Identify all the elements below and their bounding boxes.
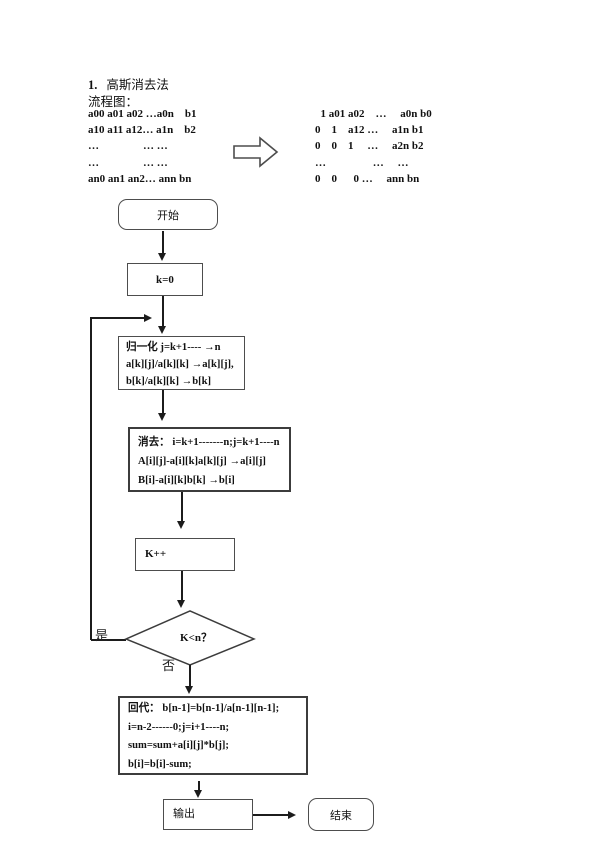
connector-increment-decision — [181, 571, 183, 601]
flowchart-caption: 流程图： — [88, 95, 139, 109]
flow-node-backsub: 回代： b[n-1]=b[n-1]/a[n-1][n-1]; i=n-2----… — [118, 696, 308, 775]
backsub-line: 回代： b[n-1]=b[n-1]/a[n-1][n-1]; — [128, 703, 280, 714]
increment-label: K++ — [145, 548, 167, 560]
matrix-row: an0 an1 an2… ann bn — [88, 172, 192, 185]
eliminate-line: 消去： i=k+1-------n;j=k+1----n — [138, 437, 280, 448]
connector-eliminate-increment — [181, 492, 183, 522]
flow-node-init: k=0 — [127, 263, 203, 296]
section-heading: 1. 高斯消去法 — [88, 74, 169, 93]
arrowhead-right-icon — [144, 313, 152, 322]
decision-diamond-icon — [124, 610, 256, 666]
connector-loop-vertical — [90, 317, 92, 640]
matrix-row: … … … — [315, 156, 409, 169]
arrowhead-down-icon — [158, 326, 166, 334]
arrowhead-right-icon — [288, 810, 296, 819]
matrix-row: 1 a01 a02 … a0n b0 — [315, 108, 432, 120]
arrowhead-down-icon — [185, 686, 193, 694]
branch-label-no: 否 — [162, 658, 176, 673]
arrowhead-down-icon — [194, 790, 202, 798]
flow-node-end: 结束 — [308, 798, 374, 831]
connector-start-init — [162, 231, 164, 254]
arrowhead-down-icon — [158, 413, 166, 421]
heading-number: 1. — [88, 78, 98, 92]
flow-node-increment: K++ — [135, 538, 235, 571]
init-label: k=0 — [156, 273, 174, 286]
backsub-line: b[i]=b[i]-sum; — [128, 758, 192, 770]
connector-normalize-eliminate — [162, 390, 164, 414]
heading-title: 高斯消去法 — [106, 78, 169, 92]
backsub-line: sum=sum+a[i][j]*b[j]; — [128, 740, 229, 751]
flow-node-decision — [124, 609, 256, 667]
normalize-line: a[k][j]/a[k][k] →a[k][j], — [126, 359, 234, 370]
connector-loop-bottom — [91, 639, 126, 641]
flow-node-output: 输出 — [163, 799, 253, 830]
end-label: 结束 — [330, 809, 352, 822]
connector-output-end — [253, 814, 289, 816]
matrix-row: a10 a11 a12… a1n b2 — [88, 124, 196, 137]
matrix-row: 0 1 a12 … a1n b1 — [315, 124, 424, 137]
matrix-row: … … … — [88, 156, 168, 169]
matrix-row: 0 0 0 … ann bn — [315, 172, 420, 185]
matrix-row: 0 0 1 … a2n b2 — [315, 140, 424, 153]
flow-node-eliminate: 消去： i=k+1-------n;j=k+1----n A[i][j]-a[i… — [128, 427, 291, 492]
arrowhead-down-icon — [158, 253, 166, 261]
connector-backsub-output — [198, 781, 200, 791]
matrix-row: … … … — [88, 140, 168, 153]
block-arrow-icon — [233, 136, 279, 168]
eliminate-line: A[i][j]-a[i][k]a[k][j] →a[i][j] — [138, 456, 266, 467]
flow-node-normalize: 归一化 j=k+1---- →n a[k][j]/a[k][k] →a[k][j… — [118, 336, 245, 390]
decision-label: K<n？ — [180, 632, 212, 644]
normalize-line: b[k]/a[k][k] →b[k] — [126, 376, 212, 387]
connector-loop-top — [91, 317, 144, 319]
backsub-line: i=n-2------0;j=i+1----n; — [128, 721, 230, 733]
connector-decision-backsub — [189, 665, 191, 687]
flow-node-start: 开始 — [118, 199, 218, 230]
start-label: 开始 — [157, 209, 179, 222]
eliminate-line: B[i]-a[i][k]b[k] →b[i] — [138, 475, 235, 486]
output-label: 输出 — [173, 808, 195, 820]
connector-init-normalize — [162, 296, 164, 327]
normalize-line: 归一化 j=k+1---- →n — [126, 342, 221, 353]
matrix-row: a00 a01 a02 …a0n b1 — [88, 108, 197, 120]
matrix-after: 1 a01 a02 … a0n b0 0 1 a12 … a1n b1 0 0 … — [315, 106, 432, 187]
branch-label-yes: 是 — [95, 628, 109, 643]
matrix-before: a00 a01 a02 …a0n b1 a10 a11 a12… a1n b2 … — [88, 106, 197, 187]
arrowhead-down-icon — [177, 521, 185, 529]
arrowhead-down-icon — [177, 600, 185, 608]
